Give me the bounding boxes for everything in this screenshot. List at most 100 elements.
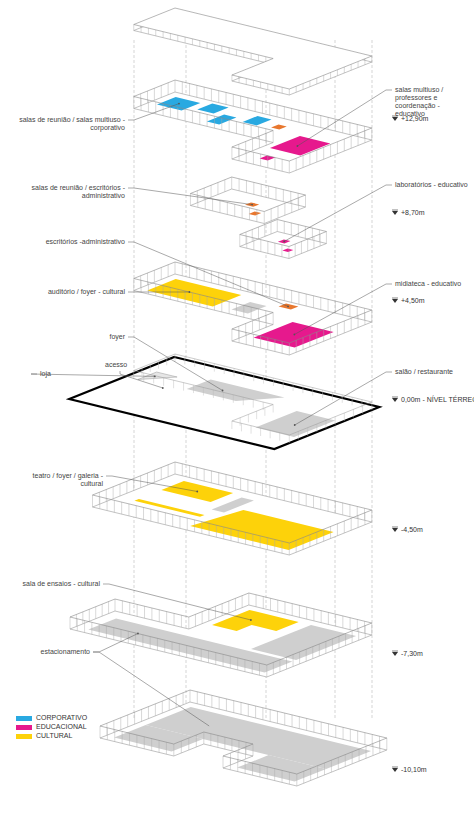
wall-mullion bbox=[245, 142, 246, 154]
wall-mullion bbox=[199, 113, 200, 125]
wall-mullion bbox=[323, 75, 324, 81]
wall-mullion bbox=[326, 232, 327, 244]
wall-mullion bbox=[230, 753, 231, 765]
wall-top bbox=[134, 262, 372, 343]
room-label: acesso bbox=[105, 361, 135, 369]
wall-mullion bbox=[299, 717, 300, 729]
wall-mullion bbox=[296, 158, 297, 170]
wall-mullion bbox=[121, 502, 122, 514]
wall-mullion bbox=[364, 621, 365, 633]
glass-wall bbox=[353, 409, 354, 417]
wall-mullion bbox=[182, 264, 183, 276]
wall-mullion bbox=[216, 525, 217, 537]
wall-mullion bbox=[306, 607, 307, 619]
glass-wall bbox=[307, 428, 308, 436]
wall-mullion bbox=[214, 44, 215, 50]
wall-mullion bbox=[214, 116, 215, 128]
wall-mullion bbox=[223, 756, 224, 768]
wall-mullion bbox=[187, 518, 188, 530]
wall-mullion bbox=[175, 80, 176, 92]
wall-mullion bbox=[259, 663, 260, 675]
wall-mullion bbox=[235, 598, 236, 610]
wall-mullion bbox=[303, 538, 304, 550]
wall-mullion bbox=[179, 644, 180, 656]
leader-dot bbox=[287, 306, 289, 308]
wall-mullion bbox=[321, 611, 322, 623]
wall-mullion bbox=[170, 105, 171, 117]
wall-mullion bbox=[92, 495, 93, 507]
wall-mullion bbox=[303, 338, 304, 350]
wall-mullion bbox=[255, 482, 256, 494]
wall-mullion bbox=[120, 484, 121, 496]
wall-mullion bbox=[269, 485, 270, 497]
wall-mullion bbox=[233, 276, 234, 288]
program-area bbox=[278, 239, 291, 243]
wall-mullion bbox=[199, 41, 200, 47]
wall-mullion bbox=[231, 147, 232, 159]
leader-dot bbox=[137, 633, 139, 635]
wall-mullion bbox=[113, 628, 114, 640]
wall-mullion bbox=[247, 98, 248, 110]
wall-mullion bbox=[264, 225, 265, 237]
wall-mullion bbox=[268, 186, 269, 198]
wall-mullion bbox=[328, 299, 329, 311]
glass-wall bbox=[233, 395, 234, 403]
wall-mullion bbox=[351, 318, 352, 330]
wall-mullion bbox=[214, 298, 215, 310]
wall-mullion bbox=[133, 97, 134, 109]
wall-mullion bbox=[298, 110, 299, 122]
wall-mullion bbox=[177, 289, 178, 301]
wall-mullion bbox=[335, 726, 336, 738]
room-label: salas multiuso / professores e coordenaç… bbox=[395, 86, 471, 118]
room-label: salas de reunião / escritórios -administ… bbox=[18, 184, 125, 200]
wall-mullion bbox=[246, 232, 247, 244]
wall-mullion bbox=[283, 190, 284, 202]
wall-mullion bbox=[350, 729, 351, 741]
program-area bbox=[212, 610, 299, 631]
wall-mullion bbox=[337, 142, 338, 154]
wall-mullion bbox=[155, 30, 156, 36]
wall-mullion bbox=[324, 763, 325, 775]
wall-mullion bbox=[358, 316, 359, 328]
floor-f1290 bbox=[134, 80, 372, 173]
wall-mullion bbox=[218, 91, 219, 103]
wall-mullion bbox=[161, 468, 162, 480]
wall-mullion bbox=[218, 273, 219, 285]
wall-mullion bbox=[344, 67, 345, 73]
wall-mullion bbox=[227, 203, 228, 215]
wall-mullion bbox=[207, 296, 208, 308]
wall-mullion bbox=[192, 39, 193, 45]
wall-mullion bbox=[169, 698, 170, 710]
glass-wall bbox=[322, 390, 323, 398]
glass-wall bbox=[213, 390, 214, 398]
wall-mullion bbox=[197, 692, 198, 704]
wall-mullion bbox=[249, 208, 250, 220]
wall-mullion bbox=[228, 601, 229, 613]
wall-mullion bbox=[316, 332, 317, 344]
wall-mullion bbox=[344, 321, 345, 333]
wall-mullion bbox=[252, 230, 253, 242]
wall-mullion bbox=[246, 181, 247, 193]
wall-mullion bbox=[335, 119, 336, 131]
wall-mullion bbox=[209, 523, 210, 535]
wall-mullion bbox=[223, 654, 224, 666]
glass-wall bbox=[260, 428, 261, 436]
wall-mullion bbox=[284, 289, 285, 301]
wall-mullion bbox=[284, 602, 285, 614]
building-outline bbox=[134, 354, 372, 435]
wall-mullion bbox=[234, 204, 235, 216]
floor-fm1010 bbox=[100, 690, 387, 786]
leader-dot bbox=[294, 424, 296, 426]
wall-mullion bbox=[277, 487, 278, 499]
wall-mullion bbox=[222, 604, 223, 616]
wall-mullion bbox=[351, 136, 352, 148]
wall-mullion bbox=[320, 234, 321, 246]
wall-mullion bbox=[148, 707, 149, 719]
glass-wall bbox=[270, 430, 271, 438]
leader-line bbox=[295, 372, 392, 425]
wall-mullion bbox=[292, 715, 293, 727]
wall-mullion bbox=[259, 318, 260, 330]
level-mark: +4,50m bbox=[401, 297, 425, 305]
wall-mullion bbox=[256, 210, 257, 222]
glass-wall bbox=[223, 392, 224, 400]
